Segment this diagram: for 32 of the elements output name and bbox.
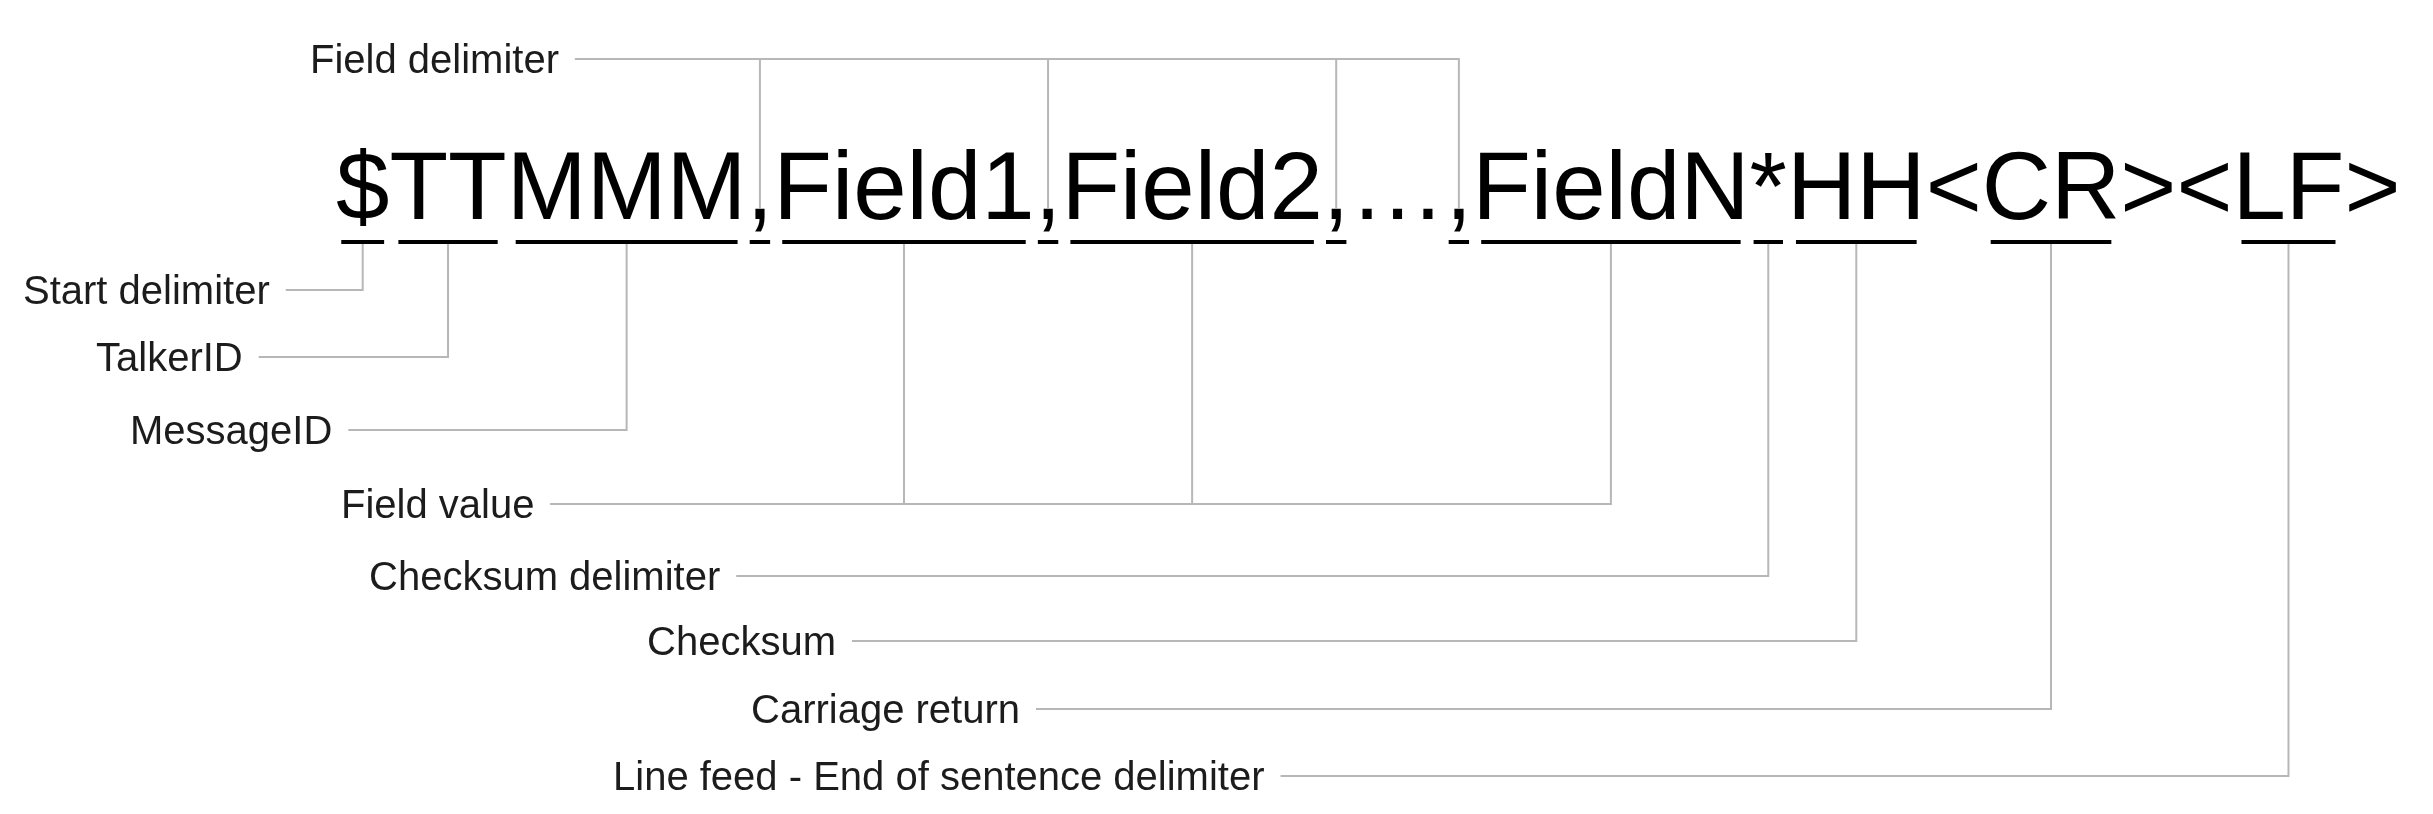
callout-label: Line feed - End of sentence delimiter xyxy=(613,753,1265,799)
callout-label: Carriage return xyxy=(751,686,1020,732)
callout-label: MessageID xyxy=(130,407,333,453)
underline-mark xyxy=(341,240,385,244)
leader-line xyxy=(347,243,628,431)
underline-mark xyxy=(1037,240,1059,244)
underline-mark xyxy=(1481,240,1741,244)
underline-mark xyxy=(1448,240,1470,244)
leader-line xyxy=(1279,243,2290,777)
callout-label: Checksum xyxy=(647,618,836,664)
underline-mark xyxy=(1070,240,1314,244)
callout-label: Field delimiter xyxy=(310,36,559,82)
leader-line xyxy=(549,243,1612,505)
callout-label: Checksum delimiter xyxy=(369,553,721,599)
callout-label: Field value xyxy=(341,481,535,527)
callout-label: Start delimiter xyxy=(23,267,270,313)
leader-line xyxy=(284,243,364,291)
underline-mark xyxy=(398,240,498,244)
leader-line xyxy=(850,243,1858,642)
leader-line xyxy=(735,243,1770,577)
leader-line xyxy=(1035,243,2052,710)
callout-label: TalkerID xyxy=(96,334,243,380)
underline-mark xyxy=(1753,240,1783,244)
underline-mark xyxy=(1795,240,1917,244)
underline-mark xyxy=(1990,240,2112,244)
underline-mark xyxy=(515,240,738,244)
underline-mark xyxy=(2241,240,2336,244)
sentence-text: $TTMMM,Field1,Field2,…,FieldN*HH<CR><LF> xyxy=(336,138,2401,234)
underline-mark xyxy=(1326,240,1347,244)
leader-line xyxy=(257,243,450,358)
underline-mark xyxy=(749,240,771,244)
underline-mark xyxy=(782,240,1026,244)
